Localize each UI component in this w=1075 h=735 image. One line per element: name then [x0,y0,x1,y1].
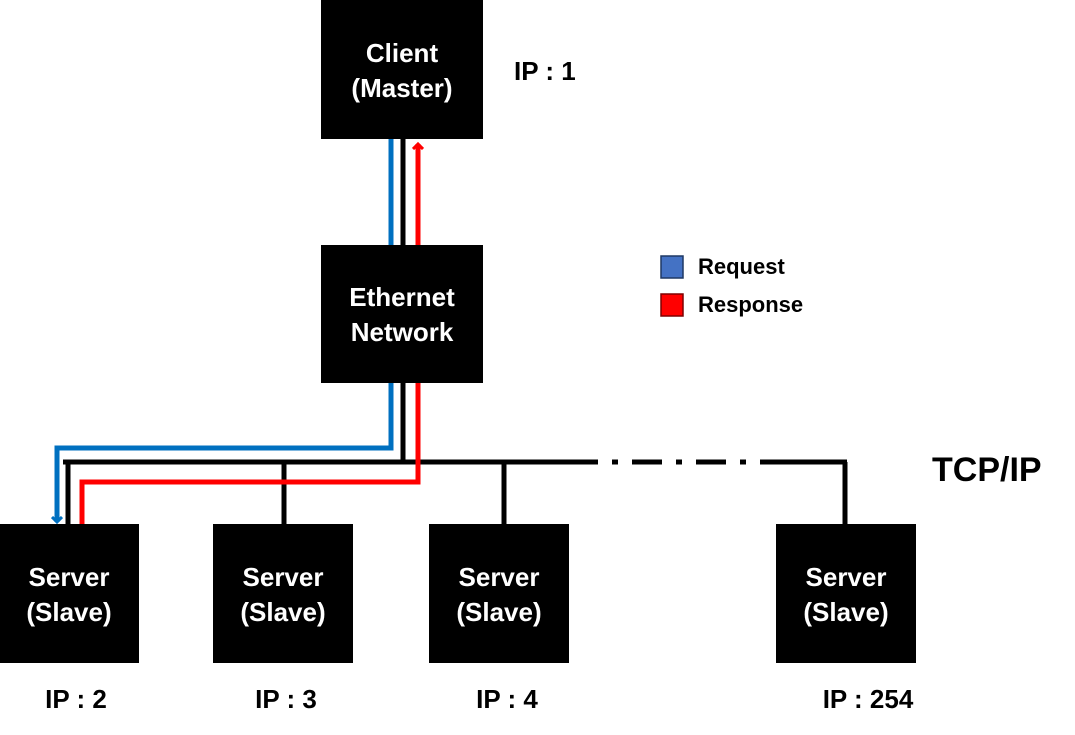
legend-response-label: Response [698,292,803,317]
client-label-line2: (Master) [351,73,452,103]
client-box [321,0,483,139]
server-label-line2: (Slave) [456,597,541,627]
legend-request-label: Request [698,254,785,279]
request-path-lower [57,382,394,522]
server-ip-label: IP : 2 [45,684,107,714]
client-ip-label: IP : 1 [514,56,576,86]
server-ip-label: IP : 3 [255,684,317,714]
server-ip-label: IP : 254 [823,684,914,714]
client-label-line1: Client [366,38,439,68]
server-label-line2: (Slave) [240,597,325,627]
server-label-line1: Server [29,562,110,592]
server-box-ip2 [0,524,139,663]
legend-response-swatch [660,293,684,317]
legend-request-swatch [660,255,684,279]
server-ip-label: IP : 4 [476,684,538,714]
server-box-ip3 [213,524,353,663]
server-label-line1: Server [459,562,540,592]
protocol-label: TCP/IP [932,451,1042,489]
response-path-lower [79,382,421,527]
server-box-ip4 [429,524,569,663]
server-label-line2: (Slave) [803,597,888,627]
server-label-line2: (Slave) [26,597,111,627]
network-label-line1: Ethernet [349,282,455,312]
network-label-line2: Network [351,317,454,347]
network-box [321,245,483,383]
server-label-line1: Server [806,562,887,592]
server-label-line1: Server [243,562,324,592]
server-box-ip254 [776,524,916,663]
